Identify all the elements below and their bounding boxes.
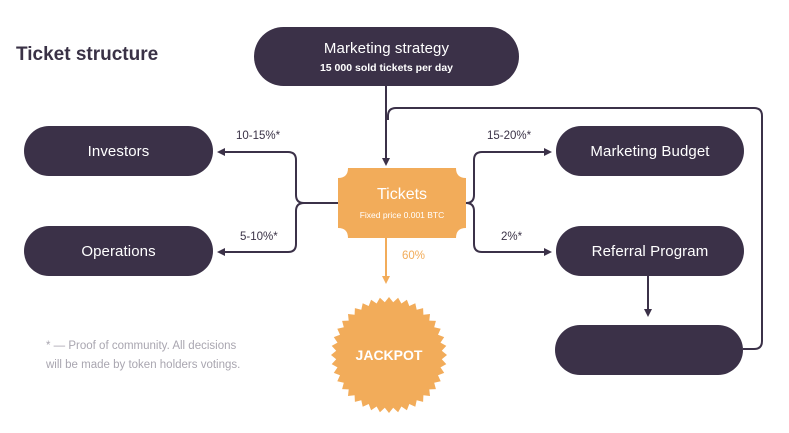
- footnote-line-2: will be made by token holders votings.: [46, 359, 241, 371]
- operations-label: Operations: [81, 242, 156, 260]
- operations-node: Operations: [24, 226, 213, 276]
- marketing-strategy-label: Marketing strategy: [323, 39, 450, 57]
- ticket-shape: [338, 168, 466, 238]
- marketing-strategy-node: Marketing strategy 15 000 sold tickets p…: [254, 27, 519, 86]
- edge-tickets-to-investors: [217, 148, 338, 204]
- tickets-label: Tickets: [376, 186, 428, 203]
- edge-tickets-to-referral: [465, 202, 552, 256]
- jackpot-seal-shape: [331, 297, 447, 413]
- jackpot-share-label: 60%: [402, 250, 426, 262]
- referral-program-label: Referral Program: [591, 242, 709, 260]
- marketing-strategy-sub: 15 000 sold tickets per day: [319, 61, 454, 74]
- unlabeled-node: [555, 325, 743, 375]
- jackpot-node: JACKPOT: [331, 305, 447, 405]
- investors-share-label: 10-15%*: [236, 130, 281, 142]
- footnote: * — Proof of community. All decisions wi…: [46, 337, 286, 375]
- marketing-budget-share-label: 15-20%*: [487, 130, 532, 142]
- tickets-price: Fixed price 0.001 BTC: [359, 210, 445, 220]
- operations-share-label: 5-10%*: [240, 231, 278, 243]
- investors-node: Investors: [24, 126, 213, 176]
- marketing-budget-node: Marketing Budget: [556, 126, 744, 176]
- marketing-budget-label: Marketing Budget: [590, 142, 710, 160]
- referral-share-label: 2%*: [501, 231, 523, 243]
- tickets-node: Tickets Fixed price 0.001 BTC: [338, 168, 466, 238]
- diagram-title: Ticket structure: [16, 44, 159, 65]
- edge-loop-back: [387, 107, 763, 350]
- jackpot-label: JACKPOT: [355, 347, 423, 363]
- footnote-line-1: * — Proof of community. All decisions: [46, 340, 237, 352]
- investors-label: Investors: [87, 142, 150, 160]
- edge-tickets-to-marketing-budget: [465, 148, 552, 204]
- edge-tickets-to-operations: [217, 202, 338, 256]
- referral-program-node: Referral Program: [556, 226, 744, 276]
